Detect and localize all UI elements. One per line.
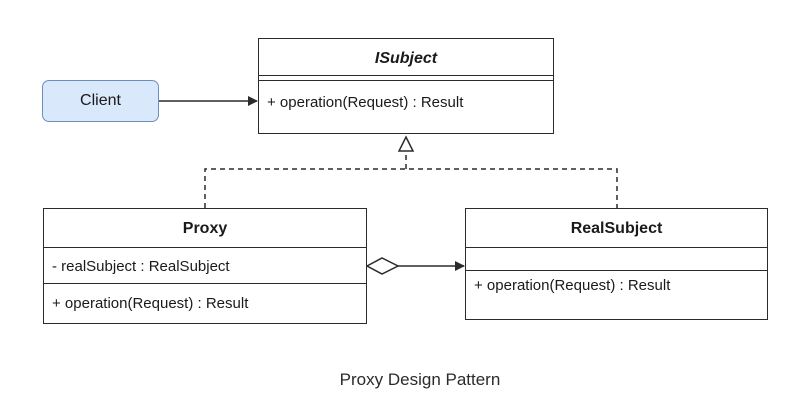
- realization-triangle-icon: [397, 135, 415, 152]
- isubject-class-name: ISubject: [374, 50, 438, 67]
- aggregation-diamond-icon: [365, 257, 400, 275]
- realsubject-empty-attributes: [466, 247, 767, 270]
- isubject-operation: + operation(Request) : Result: [267, 94, 464, 111]
- proxy-attribute: - realSubject : RealSubject: [44, 247, 366, 283]
- realsubject-operation: + operation(Request) : Result: [466, 270, 767, 301]
- diagram-caption: Proxy Design Pattern: [339, 370, 501, 389]
- proxy-operation: + operation(Request) : Result: [44, 283, 366, 324]
- proxy-realization-line: [204, 168, 618, 208]
- client-node[interactable]: Client: [42, 80, 159, 122]
- isubject-class[interactable]: ISubject + operation(Request) : Result: [258, 38, 554, 134]
- realsubject-class[interactable]: RealSubject + operation(Request) : Resul…: [465, 208, 768, 320]
- proxy-class[interactable]: Proxy - realSubject : RealSubject + oper…: [43, 208, 367, 324]
- realsubject-class-name: RealSubject: [570, 220, 663, 237]
- isubject-empty-attributes: [259, 75, 553, 81]
- proxy-class-name: Proxy: [182, 220, 228, 237]
- realization-lines: [204, 151, 618, 208]
